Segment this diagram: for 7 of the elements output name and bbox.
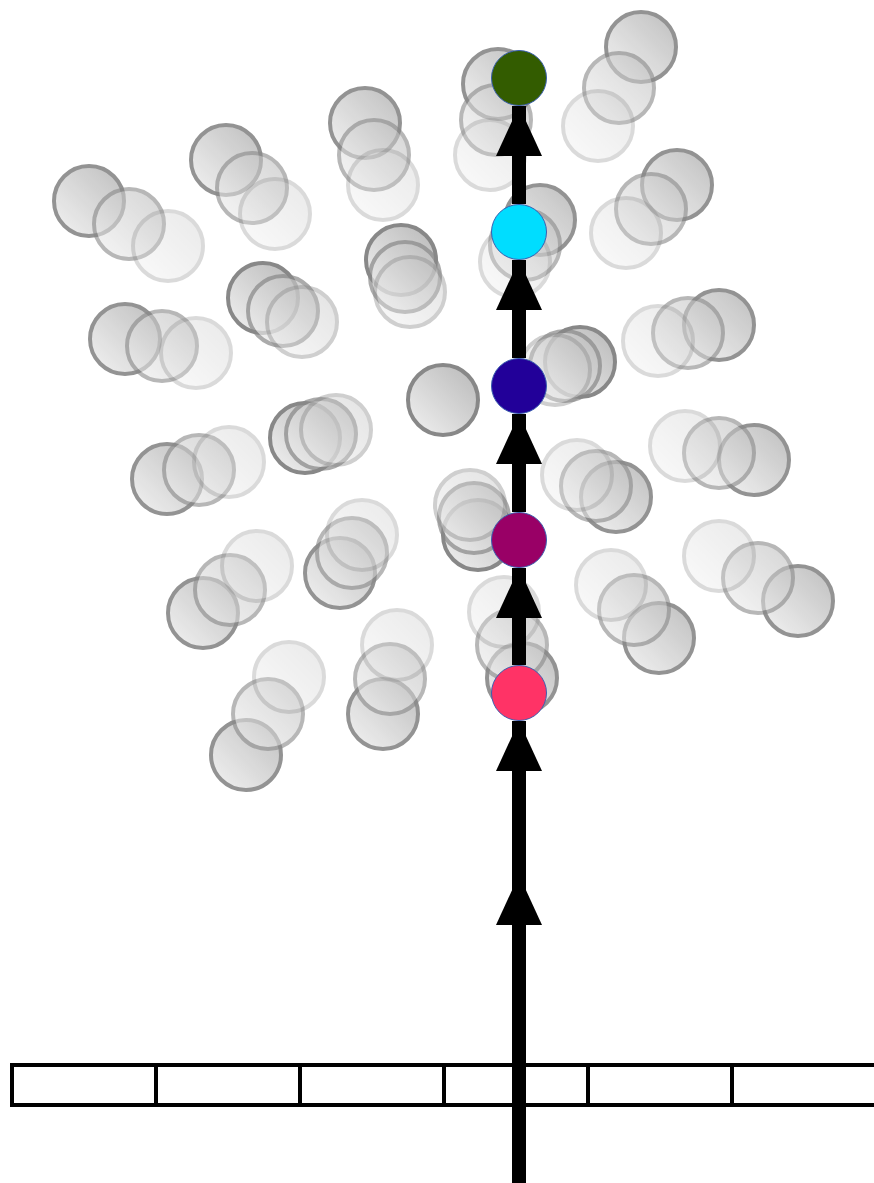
- arrow: [496, 721, 542, 1183]
- circle-marker: [491, 358, 547, 414]
- arrow: [496, 106, 542, 204]
- circle-marker: [491, 204, 547, 260]
- arrow: [496, 568, 542, 665]
- arrow: [496, 260, 542, 358]
- circle-marker: [491, 512, 547, 568]
